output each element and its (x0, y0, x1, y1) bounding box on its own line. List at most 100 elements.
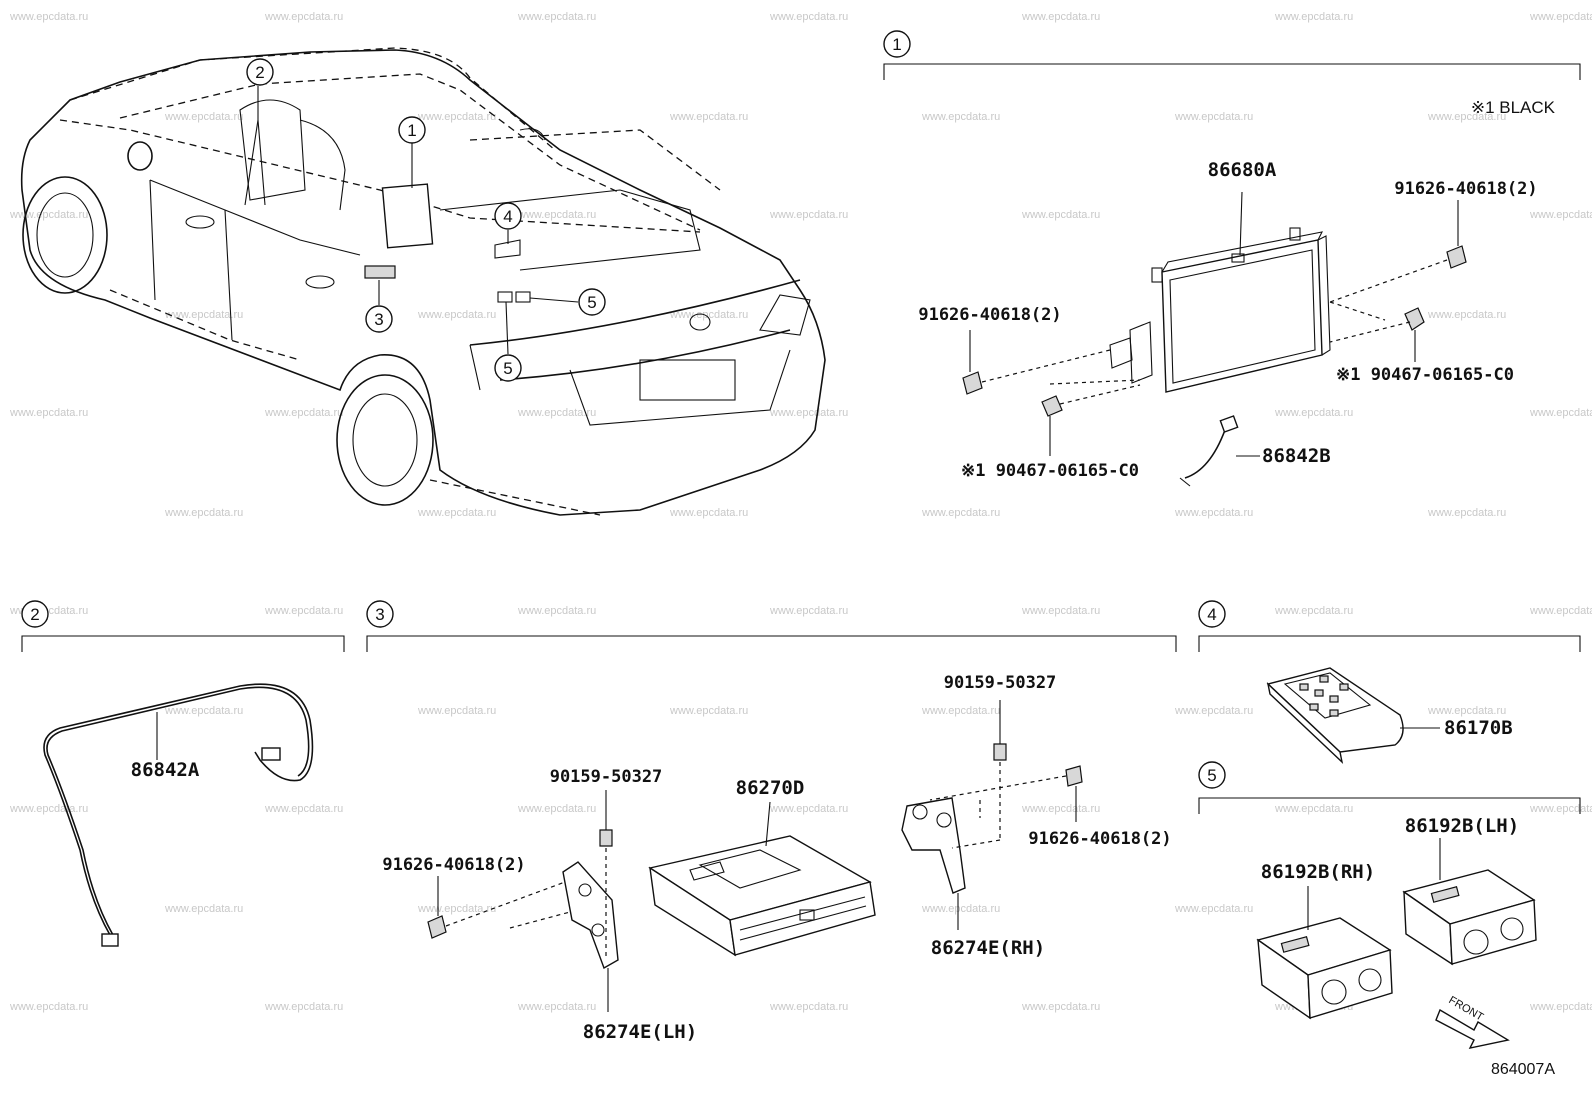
section-number: 5 (1207, 766, 1216, 785)
section-3: 3 86274E(LH) 90159-50327 91626-40618(2) … (366, 600, 1177, 1043)
section-callout-circle (1198, 600, 1226, 628)
watermark: www.epcdata.ru (1427, 507, 1506, 519)
clip-icon (1404, 307, 1425, 331)
head-unit-slot (739, 896, 867, 941)
car-doors (149, 179, 361, 341)
watermark: www.epcdata.ru (1427, 705, 1506, 717)
install-line (1049, 379, 1141, 385)
watermark: www.epcdata.ru (164, 111, 243, 123)
watermark: www.epcdata.ru (669, 507, 748, 519)
display-bracket (1129, 321, 1153, 384)
clip-icon (1041, 395, 1063, 417)
part-86192B-RH: 86192B(RH) (1261, 861, 1375, 883)
part-86270D: 86270D (736, 777, 805, 799)
part-90467-bottom: ※1 90467-06165-C0 (961, 461, 1139, 481)
bracket-86274E-LH (562, 861, 619, 970)
car-roof-inner (119, 73, 701, 231)
steering-area (299, 119, 346, 211)
section-bracket (1198, 797, 1581, 814)
watermark: www.epcdata.ru (517, 1001, 596, 1013)
section-callout-circle (1198, 761, 1226, 789)
jack-86192B-LH-front (1449, 899, 1537, 965)
display-tab (1151, 267, 1163, 283)
install-line (445, 881, 566, 927)
part-86192B-LH: 86192B(LH) (1405, 815, 1519, 837)
watermark: www.epcdata.ru (669, 705, 748, 717)
watermark: www.epcdata.ru (921, 507, 1000, 519)
part-86842A: 86842A (131, 759, 200, 781)
cable-86842B (1184, 429, 1226, 479)
trunk-lid-edge (469, 279, 801, 346)
rear-display-unit (381, 183, 434, 249)
watermark: www.epcdata.ru (264, 605, 343, 617)
cable-end (1179, 477, 1191, 487)
part-90159-left: 90159-50327 (550, 767, 663, 787)
install-line (509, 911, 571, 929)
display-tab (1289, 227, 1301, 241)
section-bracket (366, 635, 1177, 652)
watermark: www.epcdata.ru (669, 309, 748, 321)
watermark: www.epcdata.ru (1529, 1001, 1592, 1013)
remote-button (1329, 695, 1339, 703)
watermark: www.epcdata.ru (669, 111, 748, 123)
head-unit-panel (698, 849, 802, 889)
watermark: www.epcdata.ru (1427, 111, 1506, 123)
rear-headphone-jack (515, 291, 531, 303)
license-area (569, 349, 791, 426)
watermark: www.epcdata.ru (1529, 209, 1592, 221)
trunk-lower-edge (499, 329, 791, 381)
watermark: www.epcdata.ru (417, 111, 496, 123)
callout-number: 1 (407, 121, 416, 140)
section-5: 5 86192B(RH) 86192B(LH) FRONT 864007A (1198, 761, 1581, 1078)
section-callout-circle (21, 600, 49, 628)
remote-button (1339, 683, 1349, 691)
watermark: www.epcdata.ru (921, 705, 1000, 717)
dashboard-display (239, 99, 306, 201)
watermark: www.epcdata.ru (164, 309, 243, 321)
install-line (1329, 301, 1386, 321)
part-90159-right: 90159-50327 (944, 673, 1057, 693)
install-line (1329, 259, 1448, 303)
screw-icon (1446, 245, 1467, 269)
watermark: www.epcdata.ru (417, 705, 496, 717)
note-black: ※1 BLACK (1471, 98, 1556, 117)
screw-icon (599, 829, 613, 847)
emblem (689, 313, 711, 331)
watermark: www.epcdata.ru (769, 803, 848, 815)
watermark: www.epcdata.ru (517, 605, 596, 617)
car-sill (109, 289, 301, 361)
watermark: www.epcdata.ru (9, 1001, 88, 1013)
install-line (929, 775, 1067, 801)
part-91626-mid-left: 91626-40618(2) (918, 305, 1061, 325)
watermark: www.epcdata.ru (1274, 11, 1353, 23)
connector-icon (261, 747, 281, 761)
watermarks: www.epcdata.ru www.epcdata.ru www.epcdat… (9, 11, 1592, 1013)
watermark: www.epcdata.ru (9, 209, 88, 221)
section-number: 1 (892, 35, 901, 54)
section-2: 2 86842A (21, 600, 345, 947)
volume-knob (1358, 968, 1382, 992)
watermark: www.epcdata.ru (9, 407, 88, 419)
part-86170B: 86170B (1444, 717, 1513, 739)
jack-label (1430, 886, 1460, 903)
callout-number: 5 (587, 293, 596, 312)
rear-headphone-jack (497, 291, 513, 303)
watermark: www.epcdata.ru (769, 209, 848, 221)
watermark: www.epcdata.ru (1174, 705, 1253, 717)
antenna-cable-inner (46, 686, 310, 936)
screw-icon (1065, 765, 1083, 787)
headphone-jack (1463, 929, 1489, 955)
section-bracket (1198, 635, 1581, 652)
head-unit-button (799, 909, 815, 921)
antenna-cable-86842A (43, 683, 314, 936)
leader-line (1239, 191, 1243, 256)
section-bracket (883, 63, 1581, 80)
watermark: www.epcdata.ru (1529, 11, 1592, 23)
remote-button (1319, 675, 1329, 683)
leader-line (765, 801, 771, 847)
tail-lamp (759, 294, 811, 336)
install-line (951, 839, 1001, 849)
door-handle (305, 275, 335, 289)
callout-circle (398, 116, 426, 144)
watermark: www.epcdata.ru (417, 309, 496, 321)
